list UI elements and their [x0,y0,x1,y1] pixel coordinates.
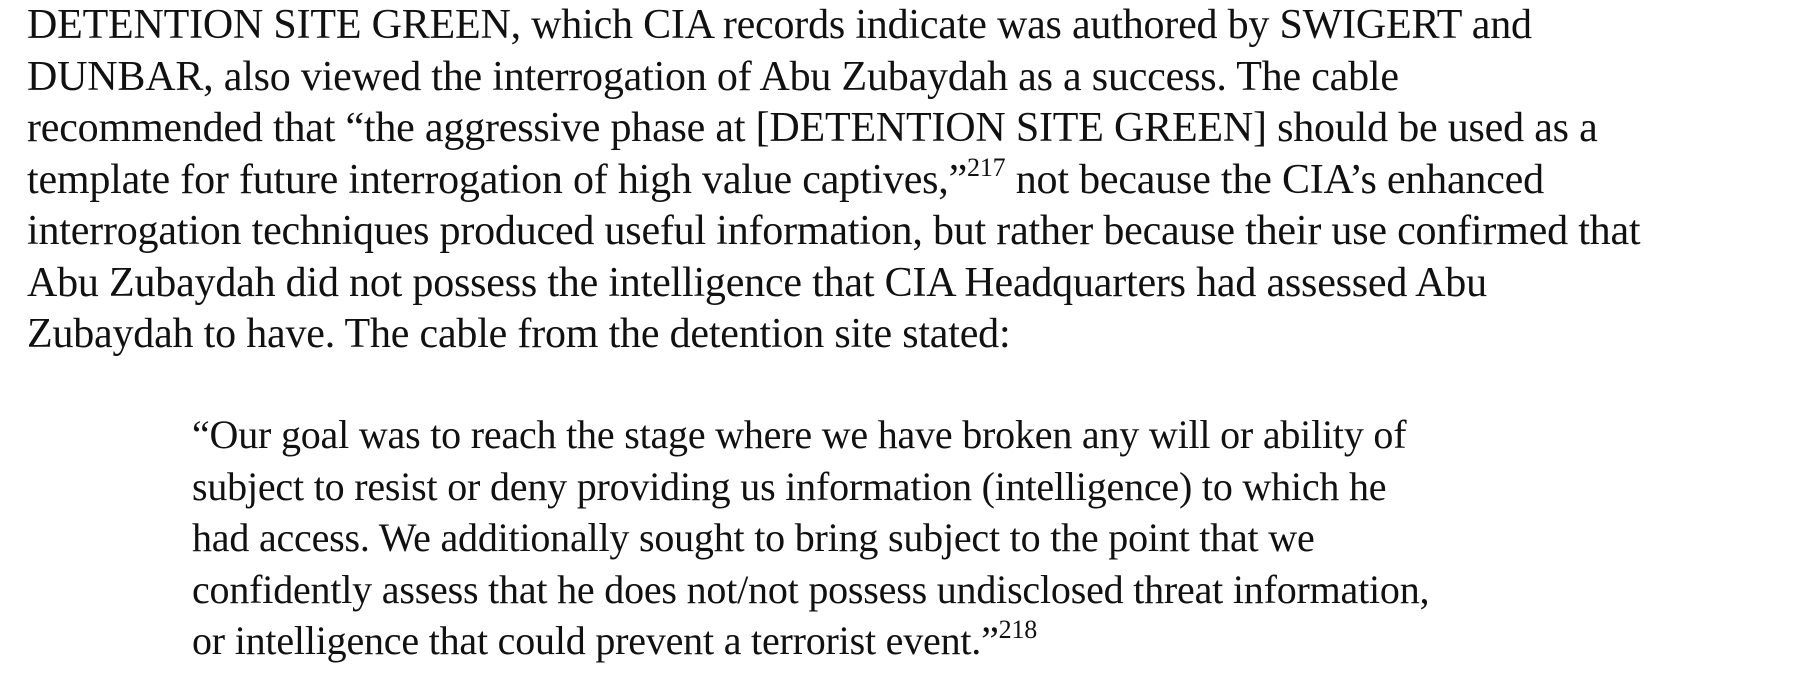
paragraph-line: DUNBAR, also viewed the interrogation of… [27,53,1399,100]
paragraph-line: Abu Zubaydah did not possess the intelli… [27,259,1487,306]
footnote-reference: 217 [967,152,1006,182]
paragraph-line: Zubaydah to have. The cable from the det… [27,311,1011,357]
quote-line: subject to resist or deny providing us i… [192,463,1387,509]
block-quote: “Our goal was to reach the stage where w… [192,409,1692,667]
quote-line: confidently assess that he does not/not … [192,566,1430,612]
footnote-reference: 218 [998,614,1038,644]
quote-line: had access. We additionally sought to br… [192,515,1315,560]
body-paragraph: DETENTION SITE GREEN, which CIA records … [27,0,1807,361]
paragraph-line: template for future interrogation of hig… [27,152,1807,207]
quote-line: or intelligence that could prevent a ter… [192,615,1692,667]
paragraph-line: recommended that “the aggressive phase a… [27,105,1598,151]
paragraph-line-segment: template for future interrogation of hig… [27,156,968,203]
paragraph-line-segment: not because the CIA’s enhanced [1005,156,1544,203]
quote-line: “Our goal was to reach the stage where w… [192,412,1407,457]
paragraph-line: interrogation techniques produced useful… [27,208,1641,254]
paragraph-line: DETENTION SITE GREEN, which CIA records … [27,2,1532,48]
quote-line-segment: or intelligence that could prevent a ter… [192,618,999,663]
